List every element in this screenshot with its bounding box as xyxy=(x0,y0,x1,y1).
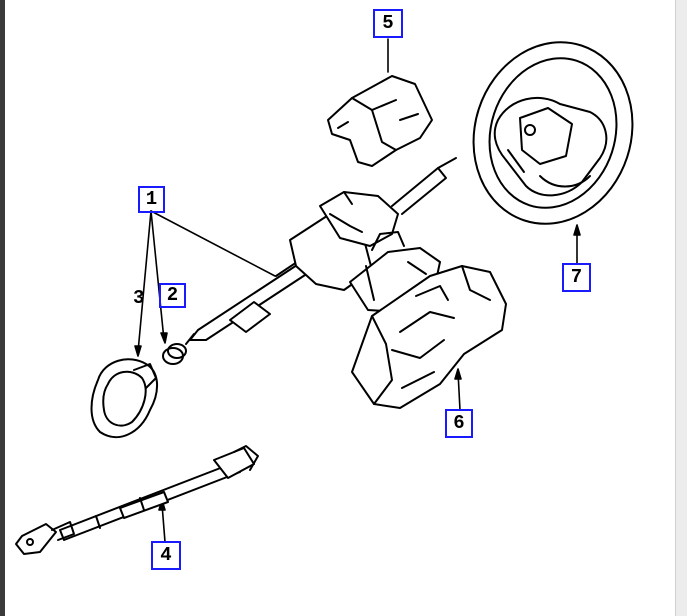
callout-1: 1 xyxy=(138,186,165,213)
intermediate-shaft-icon xyxy=(15,445,259,555)
callout-5: 5 xyxy=(373,9,403,38)
bearing-icon xyxy=(162,343,187,365)
callout-4: 4 xyxy=(151,541,181,570)
window-edge-left xyxy=(0,0,5,616)
upper-column-cover-icon xyxy=(327,75,433,167)
callout-6: 6 xyxy=(445,409,473,438)
leader-lines xyxy=(134,38,581,543)
column-boot-icon xyxy=(90,358,158,438)
scrollbar-track[interactable] xyxy=(675,0,687,616)
callout-7: 7 xyxy=(562,263,591,292)
steering-wheel-icon xyxy=(472,41,634,225)
callout-2: 2 xyxy=(159,283,186,308)
label-3: 3 xyxy=(133,287,145,309)
lower-column-cover-icon xyxy=(351,265,507,409)
